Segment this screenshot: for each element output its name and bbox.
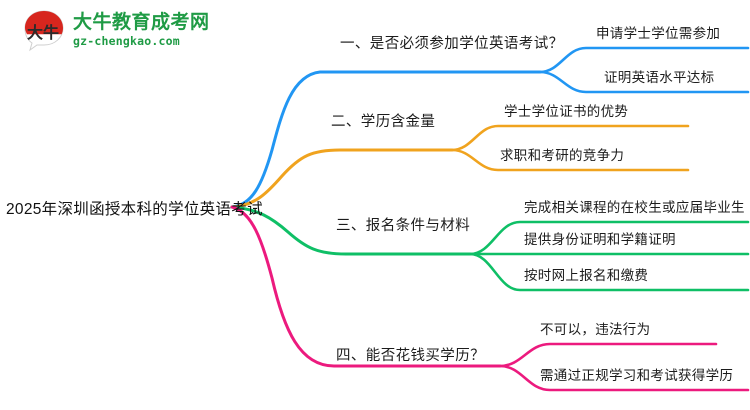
leaf-node-3-3[interactable]: 按时网上报名和缴费 <box>524 268 649 283</box>
leaf-node-1-2[interactable]: 证明英语水平达标 <box>604 70 715 85</box>
branch-4-child-wire-1 <box>498 342 718 368</box>
leaf-node-3-1[interactable]: 完成相关课程的在校生或应届毕业生 <box>524 200 745 215</box>
logo-mark-icon: 大牛 <box>22 8 66 52</box>
leaf-node-1-1[interactable]: 申请学士学位需参加 <box>596 26 721 41</box>
root-node[interactable]: 2025年深圳函授本科的学位英语考试 <box>6 201 263 218</box>
site-logo: 大牛 大牛教育成考网 gz-chengkao.com <box>22 8 210 52</box>
branch-node-1[interactable]: 一、是否必须参加学位英语考试？ <box>340 36 564 52</box>
leaf-node-3-2[interactable]: 提供身份证明和学籍证明 <box>524 232 676 247</box>
logo-text: 大牛教育成考网 gz-chengkao.com <box>73 13 210 48</box>
branch-wire-1 <box>230 70 542 209</box>
leaf-node-4-1[interactable]: 不可以，违法行为 <box>540 322 651 337</box>
logo-title: 大牛教育成考网 <box>73 11 210 33</box>
branch-wire-2 <box>230 148 454 209</box>
branch-node-2[interactable]: 二、学历含金量 <box>331 114 436 130</box>
leaf-node-2-1[interactable]: 学士学位证书的优势 <box>504 104 629 119</box>
branch-node-3[interactable]: 三、报名条件与材料 <box>336 218 471 234</box>
svg-text:大牛: 大牛 <box>27 23 59 42</box>
branch-node-4[interactable]: 四、能否花钱买学历？ <box>336 348 485 364</box>
logo-domain: gz-chengkao.com <box>73 33 180 48</box>
leaf-node-2-2[interactable]: 求职和考研的竞争力 <box>500 148 625 163</box>
leaf-node-4-2[interactable]: 需通过正规学习和考试获得学历 <box>540 368 734 383</box>
